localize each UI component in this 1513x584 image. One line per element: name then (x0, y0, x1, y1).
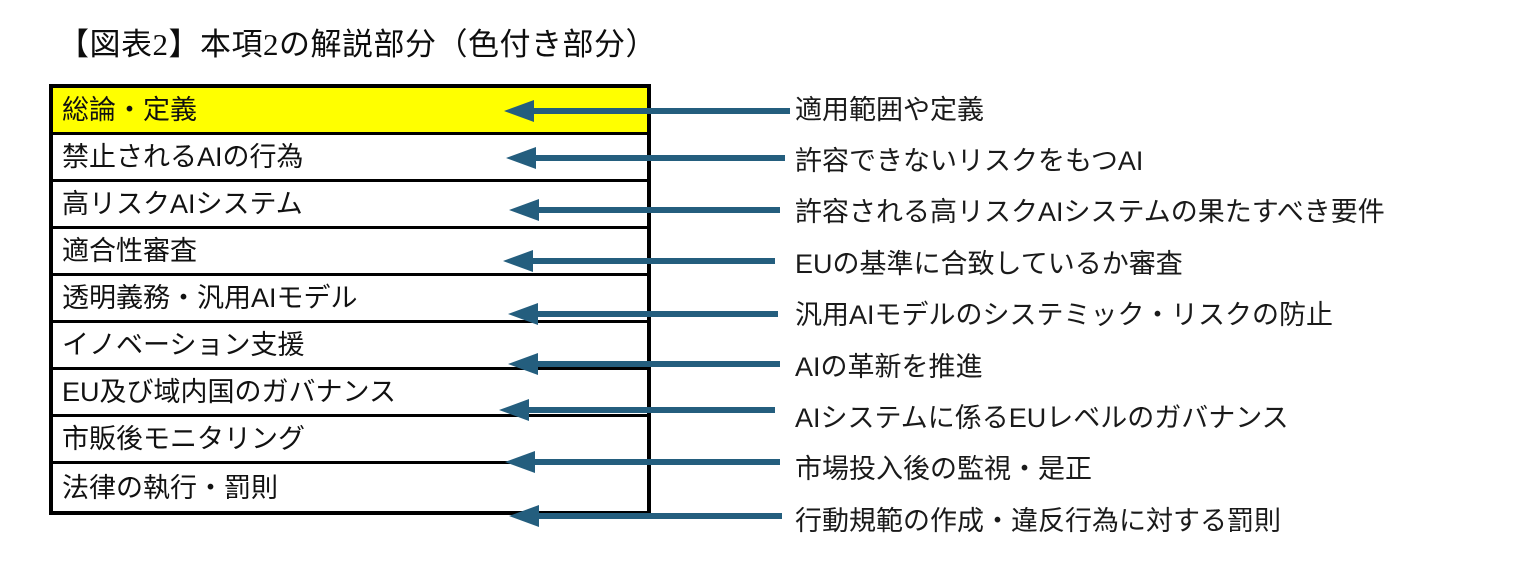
description-item: 許容できないリスクをもつAI (795, 146, 1144, 177)
description-list: 適用範囲や定義許容できないリスクをもつAI 許容される高リスクAIシステムの果たす… (795, 84, 1510, 547)
table-row[interactable]: 透明義務・汎用AIモデル (53, 276, 647, 323)
description-item: 行動規範の作成・違反行為に対する罰則 (795, 505, 1281, 536)
description-item: 市場投入後の監視・是正 (795, 454, 1092, 485)
description-item: AIシステムに係るEUレベルのガバナンス (795, 403, 1289, 434)
table-row-label: 市販後モニタリング (62, 424, 305, 454)
description-item: AIの革新を推進 (795, 351, 983, 382)
table-row[interactable]: 適合性審査 (53, 229, 647, 276)
table-row-label: 適合性審査 (62, 236, 197, 266)
figure-title: 【図表2】本項2の解説部分（色付き部分） (58, 27, 657, 62)
table-row-label: 禁止されるAIの行為 (62, 142, 304, 172)
category-table: 総論・定義禁止されるAIの行為高リスクAIシステム適合性審査透明義務・汎用AIモ… (49, 84, 651, 515)
table-row[interactable]: イノベーション支援 (53, 323, 647, 370)
table-row-label: 法律の執行・罰則 (62, 472, 278, 503)
table-row-label: イノベーション支援 (62, 330, 305, 360)
table-row[interactable]: 高リスクAIシステム (53, 182, 647, 229)
description-item: 適用範囲や定義 (795, 94, 984, 125)
table-row-label: 総論・定義 (62, 95, 197, 125)
table-row[interactable]: 法律の執行・罰則 (53, 464, 647, 511)
table-row-label: 透明義務・汎用AIモデル (62, 283, 358, 313)
table-row[interactable]: 市販後モニタリング (53, 417, 647, 464)
table-row[interactable]: EU及び域内国のガバナンス (53, 370, 647, 417)
description-item: 許容される高リスクAIシステムの果たすべき要件 (795, 197, 1385, 228)
description-item: 汎用AIモデルのシステミック・リスクの防止 (795, 300, 1333, 331)
table-row[interactable]: 禁止されるAIの行為 (53, 135, 647, 182)
table-row-label: EU及び域内国のガバナンス (62, 377, 396, 407)
table-row[interactable]: 総論・定義 (53, 88, 647, 135)
description-item: EUの基準に合致しているか審査 (795, 248, 1183, 279)
table-row-label: 高リスクAIシステム (62, 189, 303, 219)
